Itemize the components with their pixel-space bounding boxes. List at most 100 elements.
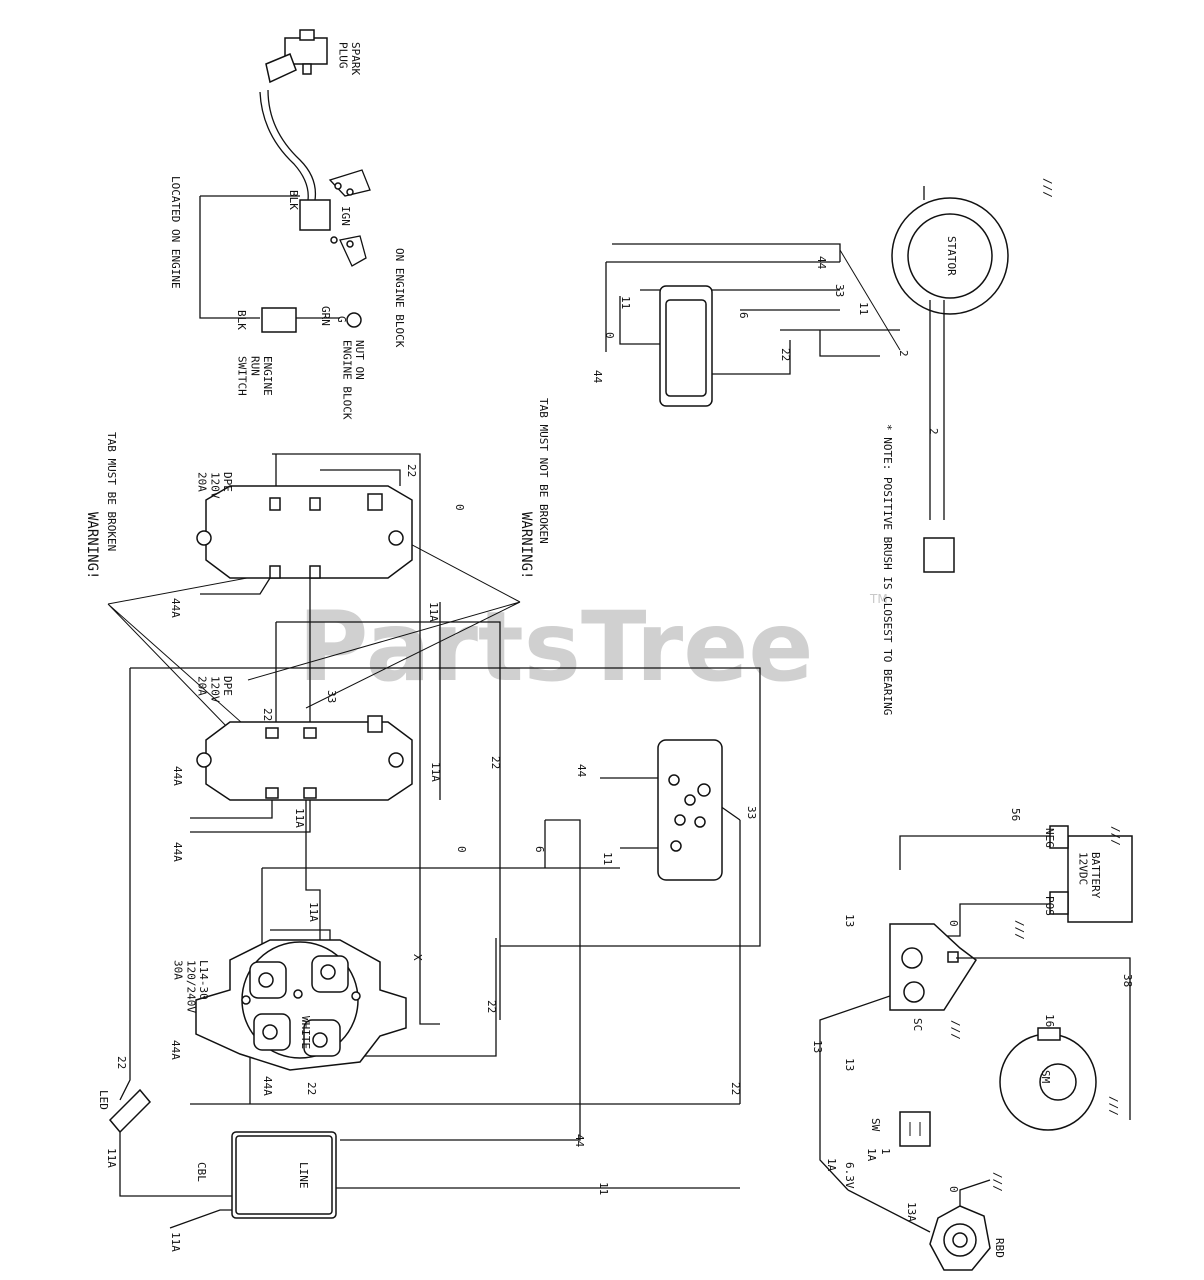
- sw-label: SW: [869, 1118, 882, 1132]
- harness-wire-33: 33: [833, 284, 846, 297]
- wire-11a-outlet: 11A: [307, 902, 320, 922]
- ground-mark-contactor-2: ///: [949, 1020, 962, 1040]
- cbl-line-block: CBL LINE 11A: [169, 1131, 337, 1252]
- wire-1a-label: 1A: [825, 1158, 838, 1172]
- wire-44a-cb-mid-2: 44A: [171, 842, 184, 862]
- wire-22-led: 22: [115, 1056, 128, 1069]
- ground-mark-contactor: ///: [1013, 920, 1026, 940]
- engine-run-switch-label: ENGINERUNSWITCH: [236, 356, 274, 396]
- ground-mark-rbd: ///: [991, 1172, 1004, 1192]
- avr-wire-33: 33: [745, 806, 758, 819]
- circuit-breaker-mid: DPE120V20A 22 33 44A 11A 44A 11A 22 0: [171, 676, 502, 862]
- wire-44a-cb-mid: 44A: [171, 766, 184, 786]
- wire-11a-cb-mid-2: 11A: [429, 762, 442, 782]
- warning-1-subtitle: TAB MUST BE BROKEN: [105, 432, 118, 551]
- led-indicator: LED 22 11A: [97, 1056, 152, 1168]
- avr-module: 11 6 44 33: [533, 739, 758, 881]
- stator-label: STATOR: [945, 236, 958, 276]
- blk-top-label: BLK: [287, 190, 300, 210]
- outlet-label: L14-30120/240V30A: [172, 960, 210, 1013]
- warning-2-title: WARNING!: [518, 512, 534, 579]
- battery-label: BATTERY12VDC: [1076, 852, 1102, 899]
- wire-22-cb-top: 22: [405, 464, 418, 477]
- harness-wire-22: 22: [779, 348, 792, 361]
- warning-2-subtitle: TAB MUST NOT BE BROKEN: [537, 398, 550, 544]
- starter-contactor: 13 0 38 SC /// /// 13 13: [811, 914, 1134, 1191]
- x-label: X: [411, 954, 424, 961]
- grn-label: GRN: [319, 306, 332, 326]
- battery-neg-label: NEG: [1043, 828, 1056, 848]
- wire-11a-cbl: 11A: [169, 1232, 182, 1252]
- sc-label: SC: [911, 1018, 924, 1031]
- wire-13-left: 13: [811, 1040, 824, 1053]
- blk-switch-label: BLK: [235, 310, 248, 330]
- wire-22-outlet-2: 22: [305, 1082, 318, 1095]
- wire-0-cb-top: 0: [453, 504, 466, 511]
- wire-44a-outlet: 44A: [169, 1040, 182, 1060]
- battery-pos-label: POS: [1043, 896, 1056, 916]
- outlet-l14-30: L14-30120/240V30A WHITE 11A 22 44A 44A 2…: [169, 902, 742, 1195]
- rbd-component: 13A 0 RBD ///: [847, 1172, 1006, 1271]
- wire-11a-cb-mid: 11A: [293, 808, 306, 828]
- harness-wire-11-left: 11: [619, 296, 632, 309]
- wire-44-outlet: 44: [573, 1134, 586, 1148]
- stator-wire-2: 2: [927, 428, 940, 435]
- wire-11a-cb-top: 11A: [427, 602, 440, 622]
- wire-22-cb-mid: 22: [261, 708, 274, 721]
- nut-on-block-label: NUT ONENGINE BLOCK: [340, 340, 366, 420]
- located-on-engine-label: LOCATED ON ENGINE: [169, 176, 182, 289]
- stator-harness: 44 33 11 22 2 6 0 11 44: [591, 243, 910, 407]
- positive-brush-note: * NOTE: POSITIVE BRUSH IS CLOSEST TO BEA…: [881, 424, 894, 715]
- start-switch: SW 1A 1 1A 6.3V: [825, 1111, 931, 1189]
- wire-0-contactor: 0: [947, 920, 960, 927]
- cbl-label: CBL: [195, 1162, 208, 1182]
- battery-wire-56: 56: [1009, 808, 1022, 821]
- cb-mid-label: DPE120V20A: [196, 676, 234, 703]
- watermark: PartsTree: [298, 591, 813, 703]
- circuit-breaker-top: DPE120V20A 44A 22 0 11A: [169, 464, 466, 622]
- ground-mark-battery: ///: [1109, 826, 1122, 846]
- harness-wire-0: 0: [603, 332, 616, 339]
- harness-wire-2: 2: [897, 350, 910, 357]
- cb-top-label: DPE120V20A: [196, 472, 234, 499]
- avr-wire-11: 11: [601, 852, 614, 865]
- avr-wire-44: 44: [575, 764, 588, 778]
- sw-1a-label: 1A: [865, 1148, 878, 1162]
- wire-22-cb-mid-2: 22: [489, 756, 502, 769]
- warnings: WARNING! TAB MUST BE BROKEN WARNING! TAB…: [84, 398, 550, 763]
- wire-33-cb-mid: 33: [325, 690, 338, 703]
- harness-wire-44-left: 44: [591, 370, 604, 384]
- wire-0-cb-mid: 0: [455, 846, 468, 853]
- g-switch-label: G: [335, 316, 348, 323]
- rbd-label: RBD: [993, 1238, 1006, 1258]
- ignition-module-icon: [299, 199, 331, 231]
- starter-motor: SM 16 ///: [999, 1014, 1120, 1131]
- wire-13-mid: 13: [843, 1058, 856, 1071]
- harness-wire-44: 44: [815, 256, 828, 270]
- ground-nut-icon: [346, 312, 362, 328]
- main-wires: [119, 453, 761, 1229]
- wire-22-outlet: 22: [485, 1000, 498, 1013]
- sw-1-label: 1: [879, 1148, 892, 1155]
- warning-1-title: WARNING!: [84, 512, 100, 579]
- ign-label: IGN: [339, 206, 352, 226]
- harness-wire-11: 11: [857, 302, 870, 315]
- sm-label: SM: [1039, 1070, 1052, 1084]
- voltage-label: 6.3V: [843, 1162, 856, 1189]
- on-engine-block-label: ON ENGINE BLOCK: [393, 248, 406, 348]
- wire-22-outlet-3: 22: [729, 1082, 742, 1095]
- spark-plug-label: SPARKPLUG: [336, 42, 362, 75]
- ground-mark-top: ///: [1041, 178, 1054, 198]
- white-label: WHITE: [299, 1016, 312, 1049]
- wire-44a-cb-top: 44A: [169, 598, 182, 618]
- wire-11a-led: 11A: [105, 1148, 118, 1168]
- ground-mark-motor: ///: [1107, 1096, 1120, 1116]
- wire-13a-label: 13A: [905, 1202, 918, 1222]
- brush-holder-icon: [923, 537, 955, 573]
- wire-38-contactor: 38: [1121, 974, 1134, 987]
- wire-0-rbd: 0: [947, 1186, 960, 1193]
- wire-11-outlet: 11: [597, 1182, 610, 1195]
- wire-13-contactor: 13: [843, 914, 856, 927]
- wire-44a-outlet-2: 44A: [261, 1076, 274, 1096]
- line-label: LINE: [297, 1162, 310, 1189]
